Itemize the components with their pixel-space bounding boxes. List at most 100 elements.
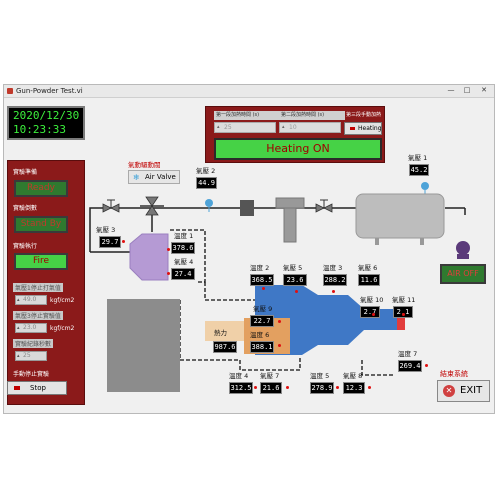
exit-label: 結束系統 — [440, 370, 468, 378]
pressure-4-value: 27.4 — [171, 268, 195, 280]
stop-button[interactable]: Stop — [7, 381, 67, 395]
sensor-dot — [278, 320, 281, 323]
date-text: 2020/12/30 — [13, 109, 80, 122]
stage2-input[interactable]: ▴ 10 — [279, 122, 341, 133]
stage1-label: 第一段加熱時間 (s) — [214, 111, 280, 120]
ready-indicator[interactable]: Ready — [14, 180, 68, 197]
stage3-label: 第三段手動加熱 — [346, 112, 382, 118]
pressure-1-value: 45.2 — [409, 164, 429, 176]
p1-unit: kgf/cm2 — [50, 297, 75, 304]
close-button[interactable]: ✕ — [481, 86, 487, 94]
pressure-8-value: 12.3 — [343, 382, 365, 394]
record-seconds-input[interactable]: ▴25 — [15, 351, 47, 361]
exit-icon: ✕ — [443, 385, 455, 397]
time-text: 10:23:33 — [13, 123, 66, 136]
heating-button[interactable]: Heating — [344, 122, 382, 135]
exit-button[interactable]: ✕ EXIT — [437, 380, 490, 402]
stage1-input[interactable]: ▴ 25 — [214, 122, 276, 133]
pressure-11-value: 2.1 — [393, 306, 413, 318]
pressure-6-value: 11.6 — [358, 274, 380, 286]
valve-right-icon[interactable] — [315, 199, 333, 213]
pressure-7-label: 氣壓 7 — [260, 372, 280, 380]
snowflake-icon: ❄ — [133, 173, 140, 182]
sensor-dot — [254, 386, 257, 389]
minimize-button[interactable]: — — [447, 86, 455, 94]
air-off-button[interactable]: AIR OFF — [440, 264, 486, 284]
pressure-3-label: 氣壓 3 — [96, 226, 116, 234]
pressure-3-value: 29.7 — [99, 236, 121, 248]
prep-label: 實驗準備 — [13, 169, 38, 176]
p3-stop-label: 氣壓3停止實驗值 — [13, 311, 63, 320]
spin-arrows-icon[interactable]: ▴ — [282, 124, 285, 130]
pressure-5-value: 23.6 — [283, 274, 307, 286]
exec-label: 實驗執行 — [13, 243, 38, 250]
valve-left-icon[interactable] — [102, 199, 120, 213]
manual-stop-label: 手動停止實驗 — [13, 371, 50, 378]
air-valve-icon[interactable] — [140, 196, 164, 216]
gauge-icon — [205, 182, 429, 212]
sensor-dot — [262, 287, 265, 290]
sensor-dot — [167, 248, 170, 251]
spin-arrows-icon[interactable]: ▴ — [17, 353, 20, 359]
temp-5-label: 溫度 5 — [310, 372, 330, 380]
heat-power-label: 熱力 — [214, 329, 227, 337]
spin-arrows-icon[interactable]: ▴ — [17, 325, 20, 331]
pressure-10-label: 氣壓 10 — [360, 296, 384, 304]
p1-stop-input[interactable]: ▴49.0 — [15, 295, 47, 305]
pressure-6-label: 氣壓 6 — [358, 264, 378, 272]
pressure-4-label: 氣壓 4 — [174, 258, 194, 266]
fire-button[interactable]: Fire — [14, 253, 68, 270]
temp-2-value: 368.5 — [250, 274, 274, 286]
pressure-2-value: 44.9 — [196, 177, 217, 189]
temp-4-value: 312.5 — [229, 382, 253, 394]
pressure-1-label: 氣壓 1 — [408, 154, 428, 162]
pressure-11-label: 氣壓 11 — [392, 296, 416, 304]
maximize-button[interactable]: □ — [463, 86, 471, 94]
spin-arrows-icon[interactable]: ▴ — [17, 297, 20, 303]
record-seconds-label: 實驗紀錄秒數 — [13, 339, 54, 348]
air-valve-title: 氣動驅動閥 — [128, 161, 161, 169]
outlet-nozzle — [397, 309, 405, 330]
sensor-dot — [278, 344, 281, 347]
led-off-icon — [14, 386, 20, 390]
countdown-label: 實驗倒數 — [13, 205, 38, 212]
sensor-dot — [402, 313, 405, 316]
air-valve-button[interactable]: ❄ Air Valve — [128, 170, 180, 184]
led-off-icon — [350, 127, 355, 130]
sensor-dot — [425, 364, 428, 367]
combustion-chamber — [129, 233, 169, 281]
temp-2-label: 溫度 2 — [250, 264, 270, 272]
p3-unit: kgf/cm2 — [50, 325, 75, 332]
heating-status-indicator: Heating ON — [214, 138, 382, 160]
sensor-dot — [122, 240, 125, 243]
stage2-label: 第二段加熱時間 (s) — [279, 111, 345, 120]
datetime-display: 2020/12/30 10:23:33 — [7, 106, 85, 140]
pressure-10-value: 2.7 — [360, 306, 380, 318]
heating-panel: 第一段加熱時間 (s) 第二段加熱時間 (s) 第三段手動加熱 ▴ 25 ▴ 1… — [205, 106, 385, 163]
temp-6-label: 溫度 6 — [250, 331, 270, 339]
app-icon — [7, 88, 13, 94]
spin-arrows-icon[interactable]: ▴ — [217, 124, 220, 130]
sensor-dot — [167, 272, 170, 275]
test-vessel — [107, 299, 180, 392]
p1-stop-label: 氣壓1停止打氣值 — [13, 283, 63, 292]
temp-4-label: 溫度 4 — [229, 372, 249, 380]
temp-7-value: 269.4 — [398, 360, 422, 372]
compressor-icon — [456, 241, 470, 259]
temp-1-value: 378.6 — [171, 242, 195, 254]
temp-3-value: 288.2 — [323, 274, 347, 286]
sensor-dot — [286, 386, 289, 389]
standby-indicator[interactable]: Stand By — [14, 216, 68, 233]
window-title: Gun-Powder Test.vi — [16, 87, 83, 95]
temp-5-value: 278.9 — [310, 382, 334, 394]
pressure-5-label: 氣壓 5 — [283, 264, 303, 272]
p3-stop-input[interactable]: ▴23.0 — [15, 323, 47, 333]
temp-1-label: 溫度 1 — [174, 232, 194, 240]
heater-block — [205, 321, 244, 341]
pressure-9-label: 氣壓 9 — [253, 305, 273, 313]
control-panel: 實驗準備 Ready 實驗倒數 Stand By 實驗執行 Fire 氣壓1停止… — [7, 160, 85, 405]
temp-3-label: 溫度 3 — [323, 264, 343, 272]
sensor-dot — [332, 290, 335, 293]
pressure-7-value: 21.6 — [260, 382, 282, 394]
air-tank — [355, 193, 445, 239]
